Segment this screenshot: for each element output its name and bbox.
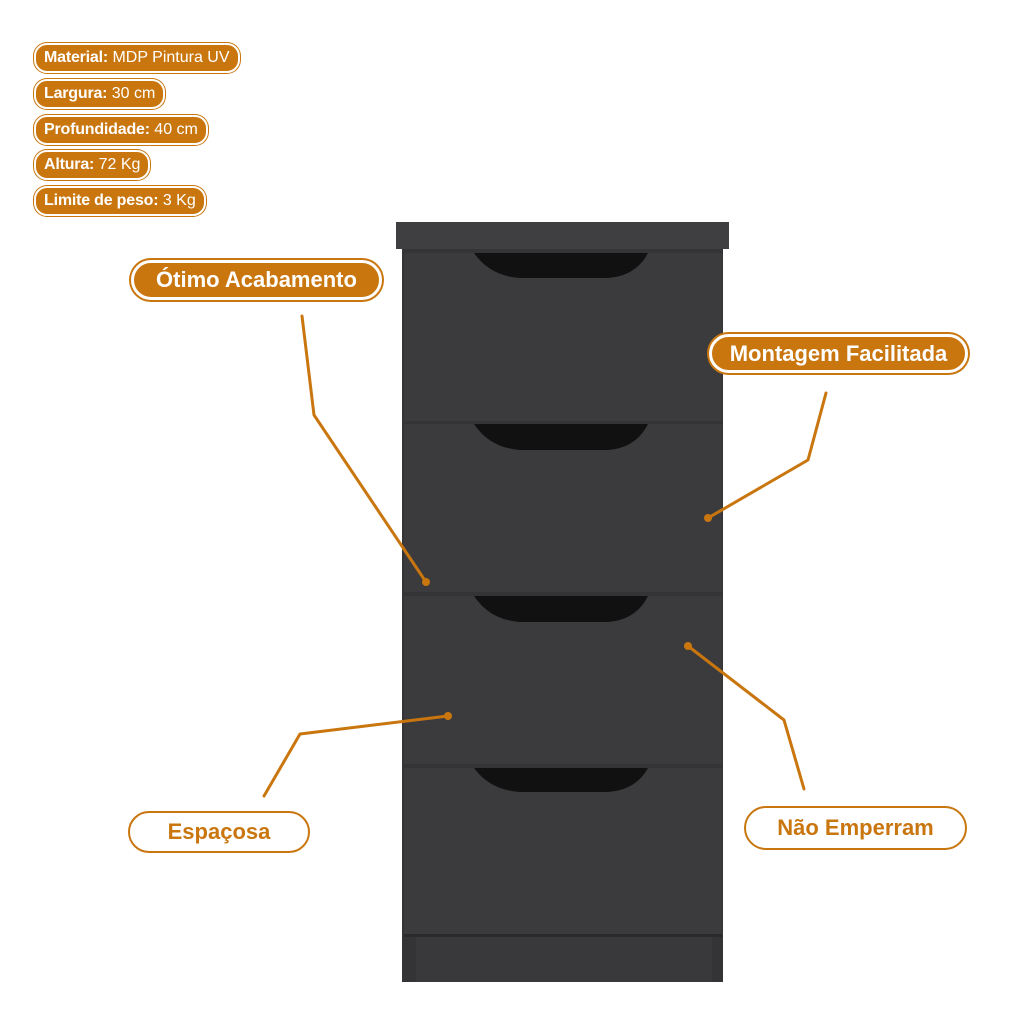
leader-line-nao-emperram <box>686 644 806 791</box>
leader-line-acabamento <box>300 314 428 584</box>
spec-key: Altura: <box>44 156 95 173</box>
callout-nao-emperram: Não Emperram <box>744 806 967 850</box>
callout-otimo-acabamento: Ótimo Acabamento <box>131 260 382 300</box>
dresser-plinth <box>416 936 712 982</box>
spec-value: 40 cm <box>154 121 198 138</box>
callout-montagem-facilitada: Montagem Facilitada <box>709 334 968 373</box>
spec-key: Profundidade: <box>44 121 150 138</box>
spec-key: Limite de peso: <box>44 192 159 209</box>
dresser-top <box>396 222 729 249</box>
spec-badge-largura: Largura: 30 cm <box>34 79 166 109</box>
drawer-front-1 <box>404 253 722 421</box>
spec-key: Material: <box>44 49 108 66</box>
leader-line-montagem <box>706 391 828 520</box>
spec-badge-profundidade: Profundidade: 40 cm <box>34 115 208 145</box>
drawer-handle-2 <box>474 424 648 450</box>
drawer-front-4 <box>404 768 722 934</box>
spec-value: 30 cm <box>111 85 156 102</box>
drawer-front-2 <box>404 424 722 592</box>
drawer-handle-3 <box>474 596 648 622</box>
spec-badge-altura: Altura: 72 Kg <box>34 150 151 180</box>
spec-badge-material: Material: MDP Pintura UV <box>34 43 240 73</box>
drawer-front-3 <box>404 596 722 764</box>
drawer-handle-4 <box>474 768 648 792</box>
leader-line-espacosa <box>262 714 450 798</box>
spec-value: 3 Kg <box>162 192 196 209</box>
spec-value: MDP Pintura UV <box>112 49 230 66</box>
spec-key: Largura: <box>44 85 108 102</box>
drawer-handle-1 <box>474 253 648 278</box>
spec-badge-limite-peso: Limite de peso: 3 Kg <box>34 186 206 216</box>
spec-value: 72 Kg <box>98 156 141 173</box>
callout-espacosa: Espaçosa <box>128 811 310 853</box>
